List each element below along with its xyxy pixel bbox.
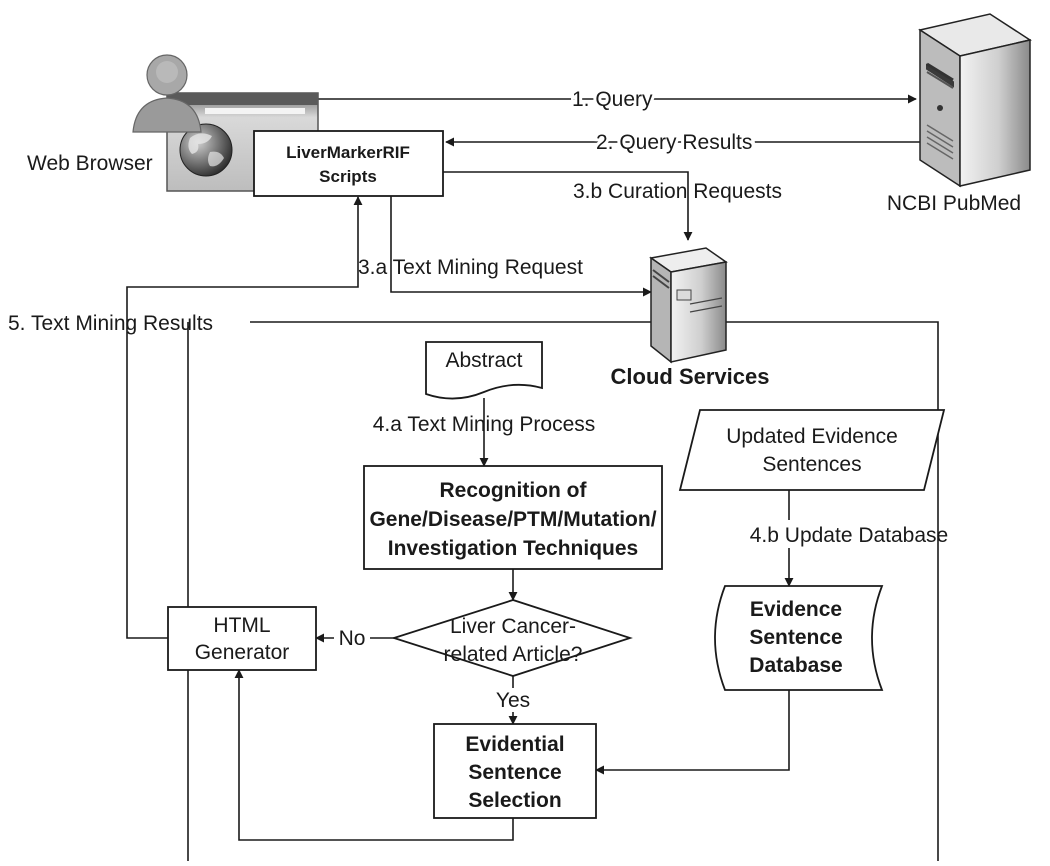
edge-curation-requests	[443, 171, 693, 241]
recognition-label-line2: Gene/Disease/PTM/Mutation/	[369, 508, 656, 531]
ncbi-label: NCBI PubMed	[887, 192, 1021, 215]
html-generator-label-line2: Generator	[195, 641, 290, 664]
user-icon	[132, 54, 202, 133]
html-generator-label-line1: HTML	[213, 614, 270, 637]
evidence-database-shape	[714, 585, 884, 691]
web-browser-label: Web Browser	[27, 152, 153, 175]
edge-label-query-results: 2. Query Results	[596, 131, 752, 154]
recognition-box	[363, 465, 663, 570]
decision-label-line1: Liver Cancer-	[450, 615, 576, 638]
updated-evidence-label-line2: Sentences	[762, 453, 861, 476]
edge-evidential-to-generator	[234, 669, 514, 841]
updated-evidence-label-line1: Updated Evidence	[726, 425, 898, 448]
evidential-label-line1: Evidential	[465, 733, 564, 756]
database-label-line1: Evidence	[750, 598, 842, 621]
updated-evidence-parallelogram	[678, 409, 946, 491]
evidential-selection-box	[433, 723, 597, 819]
recognition-label-line3: Investigation Techniques	[388, 537, 638, 560]
cloud-services-label: Cloud Services	[611, 364, 770, 389]
scripts-label-line1: LiverMarkerRIF	[286, 143, 410, 162]
edge-label-text-mining-process: 4.a Text Mining Process	[373, 413, 596, 436]
abstract-label: Abstract	[445, 349, 522, 372]
scripts-box	[253, 130, 444, 197]
evidential-label-line3: Selection	[468, 789, 561, 812]
ncbi-server-icon	[918, 13, 1032, 188]
globe-icon	[179, 123, 233, 177]
database-label-line3: Database	[749, 654, 842, 677]
edge-label-curation: 3.b Curation Requests	[573, 180, 782, 203]
decision-label-line2: related Article?	[444, 643, 583, 666]
recognition-label-line1: Recognition of	[440, 479, 588, 502]
cloud-server-icon	[649, 247, 728, 364]
edge-text-mining-request	[390, 196, 652, 297]
edge-cloud-right-down	[693, 321, 939, 861]
scripts-label-line2: Scripts	[319, 167, 377, 186]
edge-label-text-mining-results: 5. Text Mining Results	[8, 312, 213, 335]
html-generator-box	[167, 606, 317, 671]
edge-label-query: 1. Query	[572, 88, 653, 111]
evidential-label-line2: Sentence	[468, 761, 561, 784]
edge-label-text-mining-request: 3.a Text Mining Request	[358, 256, 583, 279]
edge-generator-to-scripts	[126, 196, 363, 639]
edge-database-to-evidential	[595, 690, 790, 775]
database-label-line2: Sentence	[749, 626, 842, 649]
edge-label-update-database: 4.b Update Database	[750, 524, 948, 547]
abstract-document-shape	[425, 341, 543, 400]
edge-label-yes: Yes	[496, 689, 530, 712]
decision-diamond	[391, 599, 633, 677]
edge-label-no: No	[339, 627, 366, 650]
